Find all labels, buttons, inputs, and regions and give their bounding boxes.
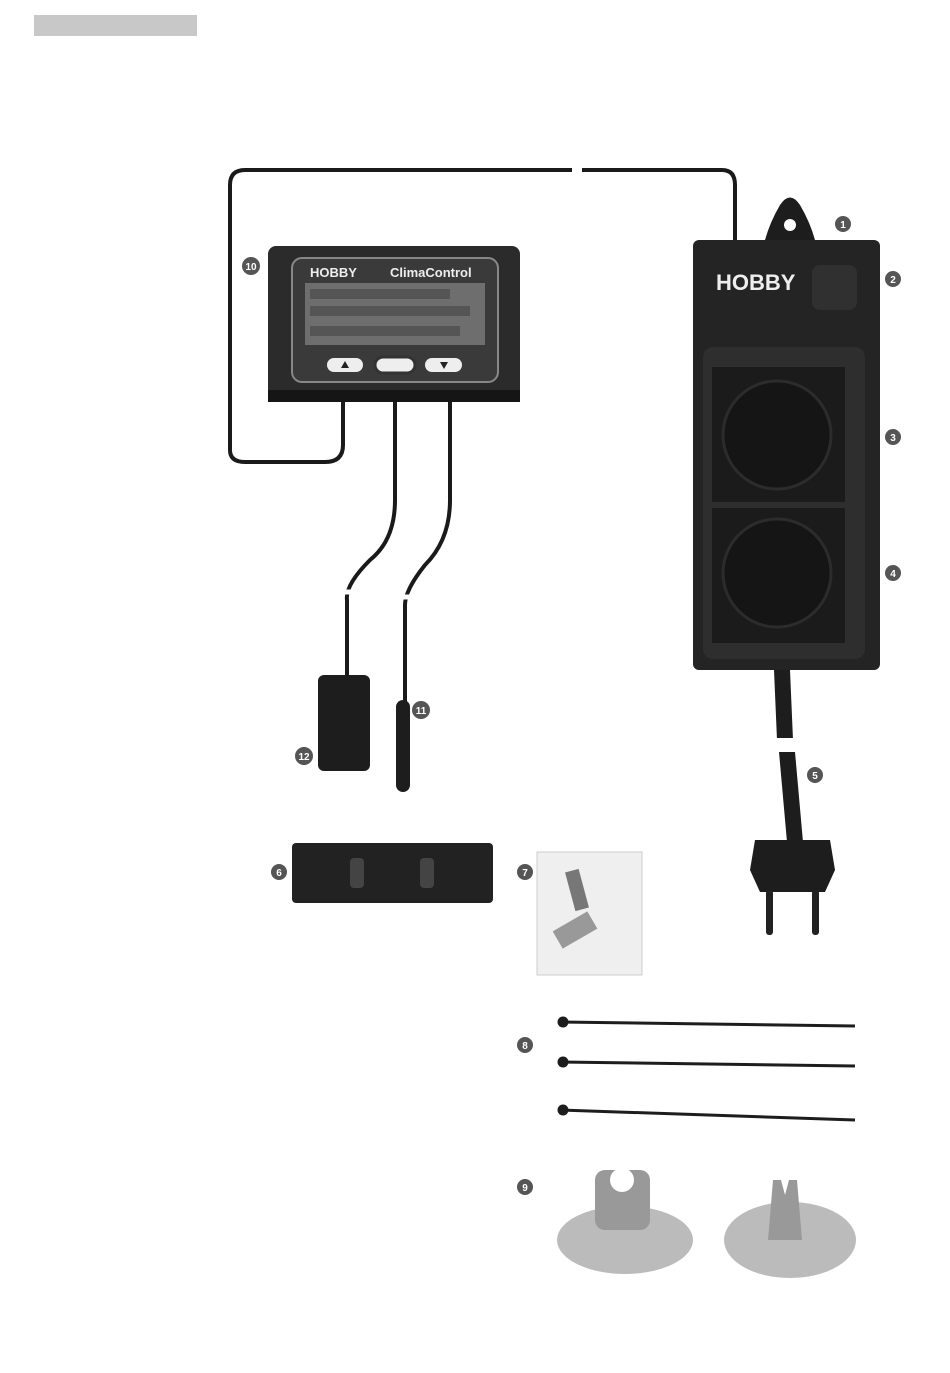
hanger-loop	[765, 197, 815, 240]
callout-9: 9	[517, 1179, 533, 1195]
svg-text:6: 6	[276, 868, 282, 879]
callout-5: 5	[807, 767, 823, 783]
callout-11: 11	[412, 701, 430, 719]
controller-model-label: ClimaControl	[390, 265, 472, 280]
callout-10: 10	[242, 257, 260, 275]
up-arrow-icon	[341, 361, 349, 368]
callout-8: 8	[517, 1037, 533, 1053]
callout-6: 6	[271, 864, 287, 880]
callout-badges: 1 2 3 4 5 6 7 8 9 10 11 12	[242, 216, 901, 1195]
power-strip: HOBBY	[693, 197, 880, 670]
svg-text:8: 8	[522, 1041, 528, 1052]
callout-12: 12	[295, 747, 313, 765]
callout-3: 3	[885, 429, 901, 445]
set-button[interactable]	[373, 355, 417, 375]
cable-break-marks	[338, 589, 414, 600]
screw-bag	[536, 851, 643, 976]
svg-text:12: 12	[298, 752, 310, 763]
callout-1: 1	[835, 216, 851, 232]
sensor-cables	[344, 402, 452, 705]
indicator-lights	[812, 265, 857, 310]
section-header-bar	[34, 15, 197, 36]
power-strip-brand-logo: HOBBY	[716, 270, 796, 295]
svg-text:11: 11	[416, 706, 427, 717]
humidity-sensor	[318, 675, 370, 771]
suction-cups	[557, 1168, 856, 1278]
power-cord-plug	[750, 670, 835, 935]
svg-text:1: 1	[840, 220, 846, 231]
svg-text:7: 7	[522, 868, 528, 879]
mounting-bracket	[292, 843, 493, 903]
controller-brand-logo: HOBBY	[310, 265, 357, 280]
svg-text:2: 2	[890, 275, 896, 286]
svg-text:5: 5	[812, 771, 818, 782]
connection-cable	[228, 168, 737, 464]
down-arrow-icon	[440, 362, 448, 369]
callout-7: 7	[517, 864, 533, 880]
svg-text:3: 3	[890, 433, 896, 444]
svg-text:10: 10	[245, 262, 257, 273]
callout-2: 2	[885, 271, 901, 287]
climacontrol-controller: HOBBY ClimaControl	[268, 246, 520, 402]
temperature-probe	[396, 700, 410, 792]
cable-ties	[557, 1016, 856, 1122]
svg-text:9: 9	[522, 1183, 528, 1194]
svg-text:4: 4	[890, 569, 896, 580]
callout-4: 4	[885, 565, 901, 581]
